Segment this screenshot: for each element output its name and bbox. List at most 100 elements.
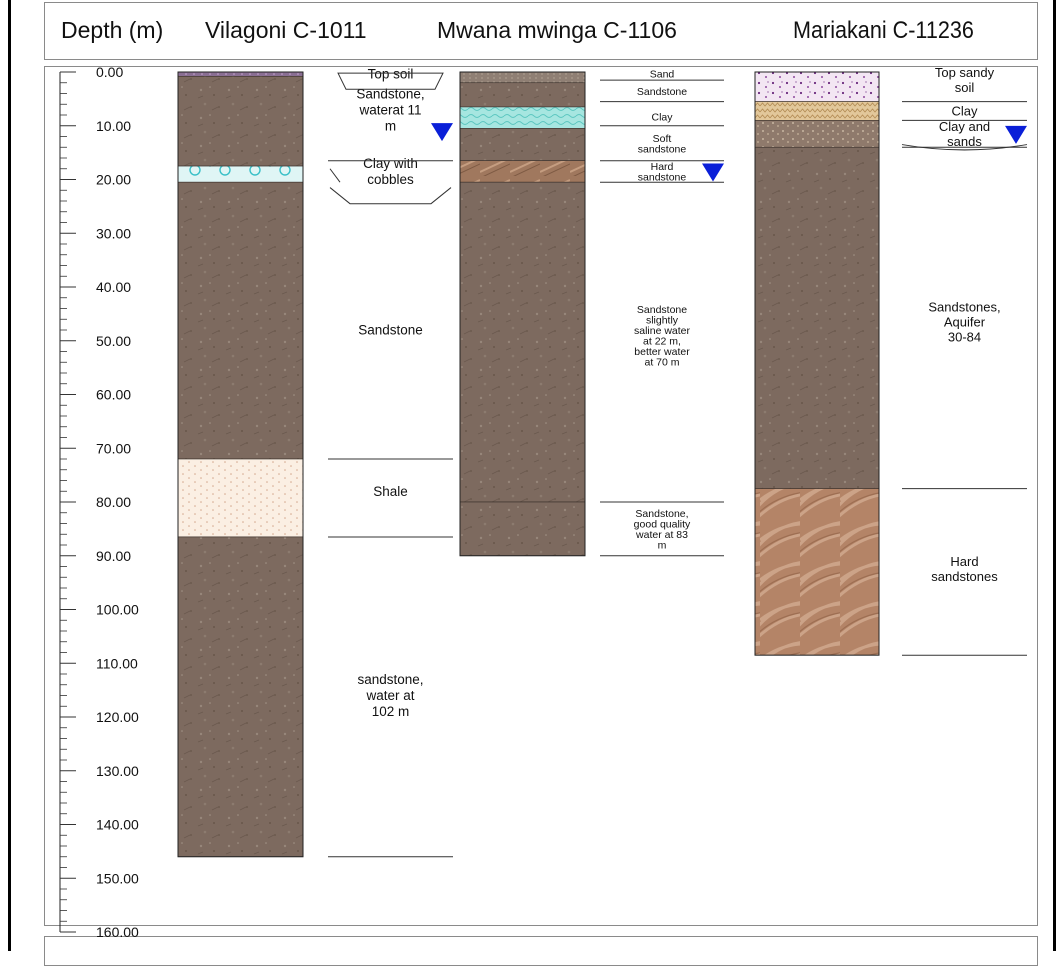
layer-label-mwana-mwinga: Sandstone [637,86,687,98]
water-level-marker-mariakani [1005,125,1027,144]
layer-mwana-mwinga-clay [459,106,586,129]
layer-label-line: cobbles [367,172,414,187]
layer-label-line: Top soil [368,66,414,81]
layer-mariakani-top-sandy-soil [754,71,880,102]
layer-label-line: Sandstone [637,86,687,98]
depth-tick-label: 80.00 [96,494,131,510]
layer-label-line: better water [634,346,690,358]
layer-mariakani-clay-and-sands [754,120,880,148]
layer-label-line: at 22 m, [643,335,681,347]
layer-vilagoni-sandstone [177,536,304,858]
layer-vilagoni-sandstone [177,181,304,460]
layer-mariakani-hard-sandstones [754,488,880,656]
depth-axis-title: Depth (m) [61,17,164,43]
layer-label-mariakani: Clay [951,103,978,118]
borehole-title-mariakani: Mariakani C-11236 [793,17,974,44]
depth-tick-label: 140.00 [96,817,139,833]
layer-label-line: Sandstone, [635,508,688,520]
layer-label-line: Sandstone [358,323,423,338]
layer-mwana-mwinga-hard-sandstone [459,160,586,183]
layer-label-line: slightly [646,314,679,326]
layer-vilagoni-clay-cobbles [177,165,304,183]
layer-label-line: soil [955,80,975,95]
layer-vilagoni-shale [177,458,304,538]
figure-frame [8,0,1056,951]
layer-label-line: Sand [650,68,675,80]
layer-label-line: sands [947,134,982,149]
layer-vilagoni-top-soil [177,71,304,77]
layer-mwana-mwinga-sand [459,71,586,84]
borehole-title-vilagoni: Vilagoni C-1011 [205,17,367,43]
depth-tick-label: 90.00 [96,548,131,564]
layer-label-line: water at 83 [635,529,688,541]
layer-mariakani-clay [754,101,880,121]
depth-tick-label: 0.00 [96,64,123,80]
header-box: Depth (m) Vilagoni C-1011 Mwana mwinga C… [44,2,1038,60]
layer-vilagoni-sandstone [177,76,304,167]
layer-label-line: Sandstone, [356,86,424,101]
layer-label-line: Hard [651,161,674,173]
layer-label-mwana-mwinga: Clay [651,111,673,123]
layer-label-vilagoni: Top soil [368,66,414,81]
depth-tick-label: 70.00 [96,440,131,456]
layer-label-line: at 70 m [644,356,679,368]
depth-tick-label: 50.00 [96,333,131,349]
water-level-marker-vilagoni [431,123,453,142]
layer-label-line: Clay [651,111,673,123]
layer-mwana-mwinga-sandstone [459,181,586,503]
layer-mwana-mwinga-sandstone [459,501,586,557]
layer-label-line: sandstone [638,171,687,183]
layer-label-line: waterat 11 [358,102,421,117]
layer-label-line: Top sandy [935,65,995,80]
layer-label-line: saline water [634,325,691,337]
depth-tick-label: 40.00 [96,279,131,295]
depth-tick-label: 10.00 [96,118,131,134]
column-border-mariakani [754,71,880,656]
borehole-title-mwana-mwinga: Mwana mwinga C-1106 [437,17,677,43]
layer-label-line: Aquifer [944,314,986,329]
layer-label-line: Sandstones, [928,299,1000,314]
layer-label-line: sandstone, [357,672,423,687]
depth-tick-label: 30.00 [96,225,131,241]
bracket-clay-with-cobbles [328,160,453,205]
layer-mwana-mwinga-soft-sandstone [459,128,586,161]
layer-label-line: m [658,539,667,551]
depth-tick-label: 130.00 [96,763,139,779]
layer-label-line: Hard [950,554,978,569]
depth-tick-label: 150.00 [96,870,139,886]
layer-label-line: Clay and [939,119,990,134]
depth-tick-label: 60.00 [96,387,131,403]
depth-tick-label: 110.00 [96,655,138,671]
layer-label-line: Shale [373,484,408,499]
layer-mwana-mwinga-sandstone [459,82,586,108]
layer-label-line: sandstones [931,569,998,584]
layer-label-line: sandstone [638,143,687,155]
column-border-vilagoni [177,71,304,858]
layer-label-line: 30-84 [948,329,981,344]
depth-tick-label: 120.00 [96,709,139,725]
layer-label-mwana-mwinga: Sand [650,68,675,80]
depth-tick-label: 100.00 [96,602,139,618]
layer-label-line: m [385,118,396,133]
layer-label-line: Soft [653,133,672,145]
column-border-mwana-mwinga [459,71,586,557]
water-level-marker-mwana-mwinga [702,163,724,182]
layer-label-vilagoni: Shale [373,484,408,499]
depth-tick-label: 20.00 [96,172,131,188]
layer-label-line: Sandstone [637,304,687,316]
layer-label-line: Clay [951,103,978,118]
bracket-top-soil [337,72,444,90]
depth-tick-label: 160.00 [96,924,139,940]
bracket-clay-and-sands [901,144,1028,151]
